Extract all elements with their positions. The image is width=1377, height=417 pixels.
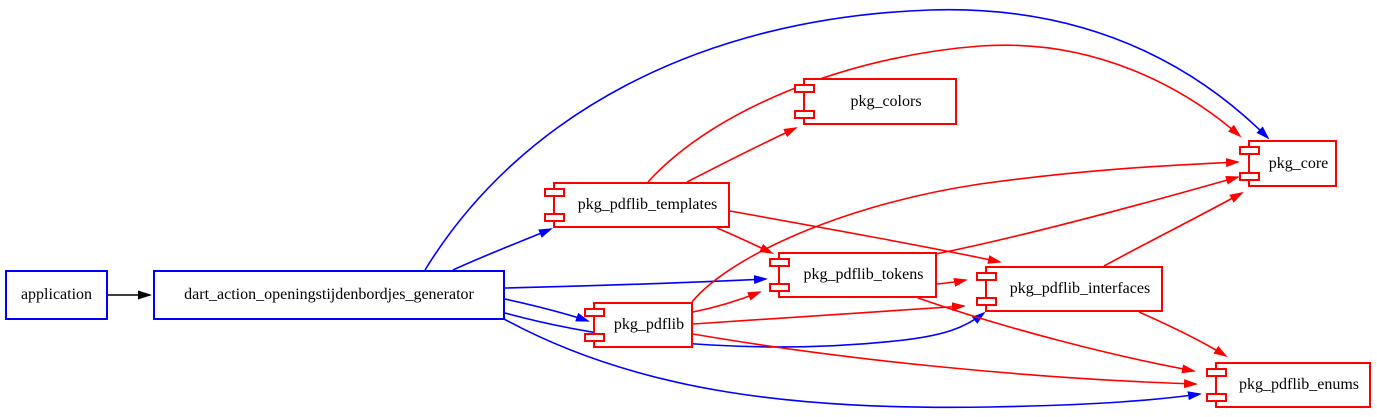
edge-pkg_pdflib_templates-to-pkg_pdflib_interfaces bbox=[729, 210, 1002, 264]
node-label: pkg_pdflib_tokens bbox=[803, 266, 924, 283]
edge-pkg_pdflib-to-pkg_pdflib_interfaces bbox=[692, 302, 966, 325]
node-pkg_pdflib_templates[interactable]: pkg_pdflib_templates bbox=[544, 182, 730, 228]
component-icon bbox=[584, 308, 605, 317]
component-icon bbox=[1239, 172, 1260, 181]
edge-pkg_pdflib_tokens-to-pkg_pdflib_interfaces bbox=[936, 277, 968, 287]
component-icon bbox=[769, 283, 790, 292]
edge-pkg_pdflib-to-pkg_pdflib_enums bbox=[692, 333, 1198, 389]
edge-dart_action_openingstijdenbordjes_generator-to-pkg_pdflib_tokens bbox=[504, 275, 768, 289]
component-icon bbox=[584, 333, 605, 342]
edge-dart_action_openingstijdenbordjes_generator-to-pkg_pdflib bbox=[504, 298, 590, 322]
node-label: pkg_colors bbox=[850, 92, 922, 110]
component-icon bbox=[976, 272, 997, 281]
node-label: pkg_pdflib bbox=[613, 316, 685, 333]
node-label: pkg_pdflib_enums bbox=[1239, 376, 1359, 393]
node-pkg_pdflib[interactable]: pkg_pdflib bbox=[584, 302, 693, 348]
node-pkg_pdflib_interfaces[interactable]: pkg_pdflib_interfaces bbox=[976, 266, 1163, 312]
component-icon bbox=[1206, 368, 1227, 377]
node-label: application bbox=[20, 286, 93, 303]
component-icon bbox=[1206, 393, 1227, 402]
node-label: pkg_core bbox=[1268, 154, 1329, 172]
node-pkg_core[interactable]: pkg_core bbox=[1239, 140, 1337, 187]
component-icon bbox=[794, 84, 815, 93]
edge-dart_action_openingstijdenbordjes_generator-to-pkg_pdflib_enums bbox=[503, 318, 1202, 409]
component-icon bbox=[794, 110, 815, 119]
node-pkg_pdflib_tokens[interactable]: pkg_pdflib_tokens bbox=[769, 252, 937, 298]
component-icon bbox=[544, 213, 565, 222]
node-label: pkg_pdflib_templates bbox=[577, 196, 718, 213]
edge-pkg_pdflib_templates-to-pkg_pdflib_tokens bbox=[716, 227, 774, 254]
edge-dart_action_openingstijdenbordjes_generator-to-pkg_core bbox=[424, 8, 1270, 271]
edge-pkg_pdflib-to-pkg_pdflib_tokens bbox=[692, 291, 762, 313]
edge-pkg_pdflib-to-pkg_core bbox=[691, 158, 1240, 303]
component-icon bbox=[976, 297, 997, 306]
edge-dart_action_openingstijdenbordjes_generator-to-pkg_pdflib_templates bbox=[452, 228, 553, 271]
edge-pkg_pdflib_templates-to-pkg_colors bbox=[686, 127, 798, 183]
edge-pkg_pdflib_tokens-to-pkg_core bbox=[935, 175, 1240, 255]
component-icon bbox=[544, 188, 565, 197]
node-pkg_pdflib_enums[interactable]: pkg_pdflib_enums bbox=[1206, 362, 1371, 408]
edge-pkg_pdflib_interfaces-to-pkg_core bbox=[1103, 192, 1244, 267]
node-label: pkg_pdflib_interfaces bbox=[1009, 280, 1151, 297]
node-dart_action_openingstijdenbordjes_generator[interactable]: dart_action_openingstijdenbordjes_genera… bbox=[153, 270, 505, 320]
node-pkg_colors[interactable]: pkg_colors bbox=[794, 78, 957, 125]
node-application[interactable]: application bbox=[5, 270, 108, 320]
edge-pkg_pdflib_templates-to-pkg_core bbox=[647, 44, 1242, 183]
component-icon bbox=[1239, 146, 1260, 155]
edge-pkg_pdflib_interfaces-to-pkg_pdflib_enums bbox=[1138, 311, 1228, 358]
component-icon bbox=[769, 258, 790, 267]
node-label: dart_action_openingstijdenbordjes_genera… bbox=[184, 286, 474, 303]
